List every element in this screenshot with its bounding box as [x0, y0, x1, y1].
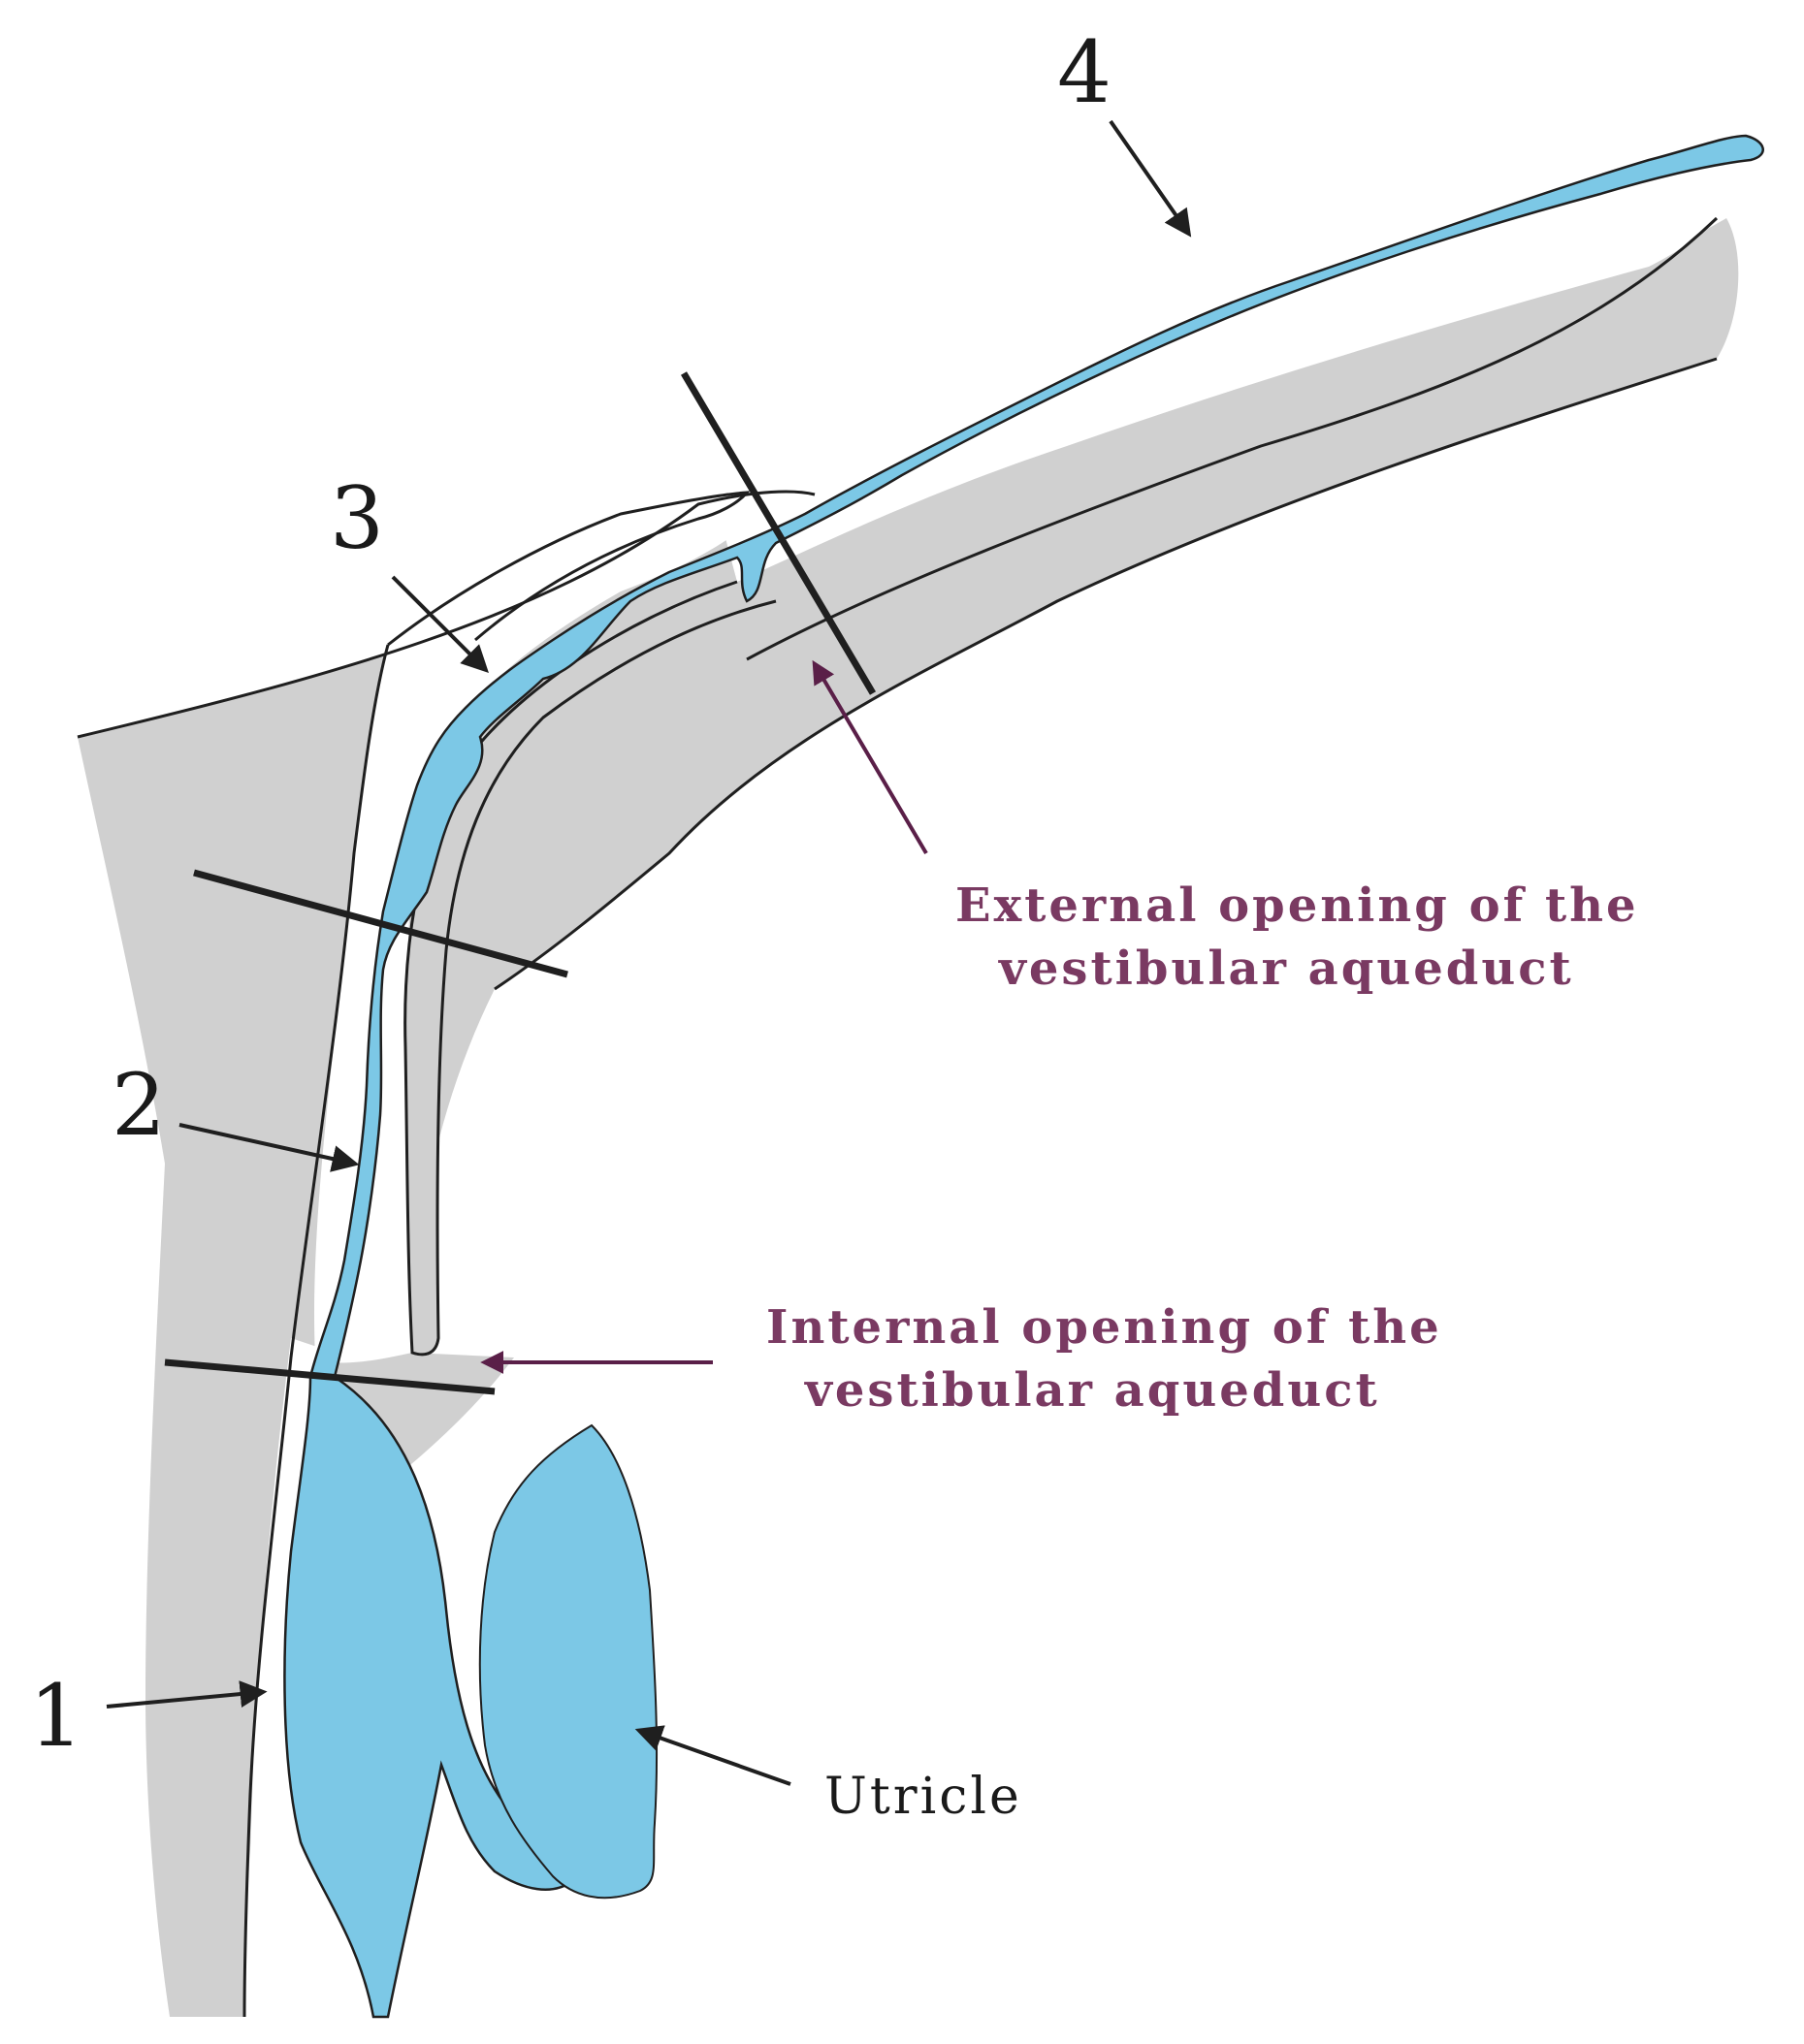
bone-upper-right-edge [746, 216, 1719, 661]
utricle-shape [478, 1423, 659, 1900]
utricle-label: Utricle [824, 1768, 1022, 1826]
endolymphatic-sac-and-duct [283, 134, 1764, 2019]
upper-epidural-space [718, 213, 1717, 582]
external-opening-label-line2: vestibular aqueduct [998, 942, 1574, 996]
marker-2-arrow [178, 1123, 360, 1172]
section-line-upper [680, 371, 877, 695]
operculum-outline [387, 491, 751, 647]
external-opening-label-line1: External opening of the [955, 878, 1639, 933]
marker-4-arrow [1109, 119, 1192, 238]
marker-1-label: 1 [29, 1666, 83, 1766]
section-line-lower [164, 1358, 496, 1395]
internal-opening-label-line1: Internal opening of the [766, 1300, 1442, 1355]
section-line-middle [193, 869, 568, 978]
internal-opening-label-line2: vestibular aqueduct [804, 1363, 1380, 1418]
bone-lower-right-edge [494, 357, 1718, 991]
marker-3-arrow [391, 575, 489, 673]
marker-3-label: 3 [330, 468, 384, 568]
utricle-arrow [634, 1725, 791, 1786]
canal-left-wall [242, 644, 390, 2018]
marker-1-arrow [106, 1680, 268, 1709]
external-opening-arrow [812, 659, 928, 855]
marker-2-label: 2 [112, 1055, 166, 1155]
marker-4-label: 4 [1057, 22, 1111, 122]
bony-canal [314, 485, 776, 1363]
bone-top-edge [77, 490, 816, 739]
